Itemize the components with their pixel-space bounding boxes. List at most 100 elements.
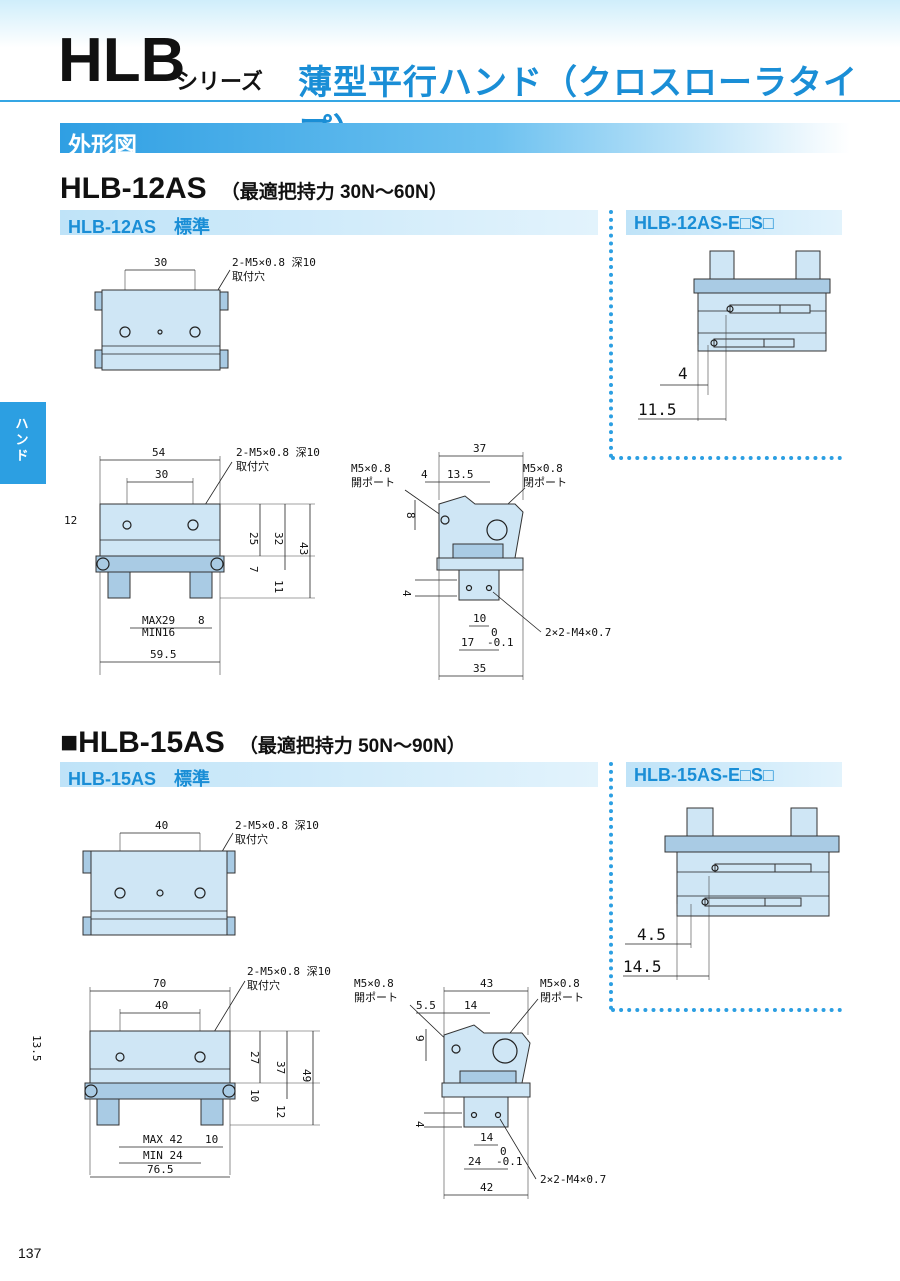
dim-text: 7 [247,566,260,573]
dim-text: 4 [678,364,688,383]
dim-text: 閉ポート [540,991,584,1004]
std-label: HLB-15AS 標準 [68,769,211,789]
header-rule [0,100,900,102]
dim-text: 30 [155,468,168,481]
option-view-12: 4 11.5 [638,250,831,421]
dim-text: 12 [64,514,77,527]
opt-label: HLB-12AS-E□S□ [634,213,774,233]
dim-text: 70 [153,977,166,990]
dim-text: 開ポート [354,991,398,1004]
dim-text: 10 [473,612,486,625]
dim-text: M5×0.8 [523,462,563,475]
dotted-divider [611,456,842,460]
dim-text: MIN16 [142,626,175,639]
dim-text: 43 [480,977,493,990]
model-name: HLB-12AS [60,172,207,205]
dim-text: 12 [274,1105,287,1118]
side-view-12: 37 M5×0.8 開ポート 4 13.5 M5×0.8 閉ポート 8 4 10… [351,442,611,680]
dim-text: 4.5 [637,925,666,944]
top-view-12: 30 2-M5×0.8 深10 取付穴 [94,256,316,371]
opt-bar-12: HLB-12AS-E□S□ [626,210,842,235]
dim-text: 13.5 [447,468,474,481]
dim-text: 35 [473,662,486,675]
opt-bar-15: HLB-15AS-E□S□ [626,762,842,787]
dim-text: 2-M5×0.8 深10 [247,965,331,978]
option-view-15: 4.5 14.5 [623,807,840,980]
section-bar: 外形図 [60,123,850,158]
dim-text: 2-M5×0.8 深10 [236,446,320,459]
dim-text: 2×2-M4×0.7 [540,1173,606,1186]
opt-label: HLB-15AS-E□S□ [634,765,774,785]
dim-text: 10 [205,1133,218,1146]
dim-text: 40 [155,819,168,832]
dim-text: 54 [152,446,166,459]
dim-text: 37 [473,442,486,455]
dim-text: 11 [272,580,285,593]
dim-text: 2-M5×0.8 深10 [232,256,316,269]
dim-text: 59.5 [150,648,177,661]
dim-text: MIN 24 [143,1149,183,1162]
dim-text: 4 [400,590,413,597]
front-view-12: 54 30 2-M5×0.8 深10 取付穴 12 25 32 43 7 11 … [64,446,320,675]
dim-text: 10 [248,1089,261,1102]
model-note: （最適把持力 30N〜60N） [220,182,448,203]
dim-text: M5×0.8 [354,977,394,990]
dim-text: 40 [155,999,168,1012]
dim-text: 開ポート [351,476,395,489]
dim-text: MAX29 [142,614,175,627]
header-band [0,0,900,48]
top-view-15: 40 2-M5×0.8 深10 取付穴 [82,819,319,936]
dim-text: -0.1 [487,636,514,649]
dim-text: M5×0.8 [351,462,391,475]
std-bar-15: HLB-15AS 標準 [60,762,598,789]
dim-text: 25 [247,532,260,545]
dim-text: 17 [461,636,474,649]
dim-text: -0.1 [496,1155,523,1168]
dim-text: M5×0.8 [540,977,580,990]
dim-text: 11.5 [638,400,677,419]
series-suffix: シリーズ [176,69,263,94]
dim-text: 4 [421,468,428,481]
dim-text: 取付穴 [247,978,280,992]
dotted-divider [611,1008,842,1012]
dim-text: 4 [413,1121,426,1128]
dim-text: 32 [272,532,285,545]
dim-text: 5.5 [416,999,436,1012]
dim-text: 14 [480,1131,494,1144]
page-number: 137 [18,1245,42,1261]
side-tab[interactable]: ハンド [0,402,46,484]
side-view-15: 43 M5×0.8 開ポート 5.5 14 M5×0.8 閉ポート 9 4 14… [354,977,606,1199]
dim-text: 9 [413,1035,426,1042]
dim-text: 13.5 [30,1035,43,1062]
section-title: 外形図 [68,132,137,158]
dotted-divider [609,762,613,1010]
dim-text: 取付穴 [232,269,265,283]
dim-text: 取付穴 [236,459,269,473]
model-name: ■HLB-15AS [60,726,225,759]
dim-text: 24 [468,1155,482,1168]
model-heading-12: HLB-12AS （最適把持力 30N〜60N） [60,172,448,206]
dim-text: 43 [297,542,310,555]
dim-text: 27 [248,1051,261,1064]
std-bar-12: HLB-12AS 標準 [60,210,598,237]
dim-text: 閉ポート [523,476,567,489]
dim-text: 42 [480,1181,493,1194]
dim-text: 37 [274,1061,287,1074]
dim-text: 0 [500,1145,507,1158]
dim-text: 8 [404,512,417,519]
front-view-15: 70 40 2-M5×0.8 深10 取付穴 13.5 27 37 49 10 … [30,965,331,1178]
dim-text: MAX 42 [143,1133,183,1146]
series-name: HLB [58,26,186,95]
dim-text: 0 [491,626,498,639]
side-tab-label: ハンド [15,416,29,463]
dim-text: 2-M5×0.8 深10 [235,819,319,832]
dim-text: 8 [198,614,205,627]
dotted-divider [609,210,613,458]
page-title: 薄型平行ハンド（クロスローラタイプ） [298,64,858,151]
model-heading-15: ■HLB-15AS（最適把持力 50N〜90N） [60,726,466,760]
std-label: HLB-12AS 標準 [68,217,211,237]
dim-text: 14 [464,999,478,1012]
dim-text: 14.5 [623,957,662,976]
dim-text: 2×2-M4×0.7 [545,626,611,639]
dim-text: 76.5 [147,1163,174,1176]
